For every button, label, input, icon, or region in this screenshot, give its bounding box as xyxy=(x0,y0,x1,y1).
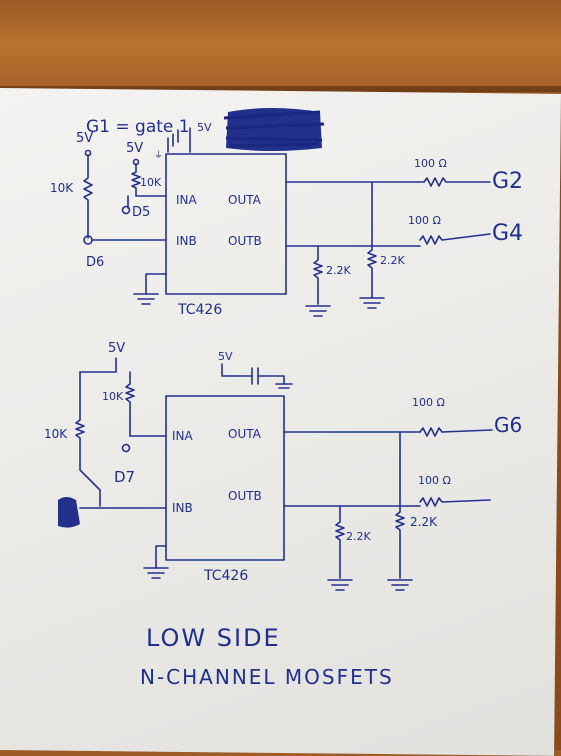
bottom-pulldown-2-label: 2.2K xyxy=(410,515,438,529)
left-supply-label: 5V xyxy=(76,131,93,146)
bottom-outa-label: OUTA xyxy=(228,427,262,441)
ina-label: INA xyxy=(176,193,198,207)
bottom-outb-label: OUTB xyxy=(228,489,262,503)
inb-label: INB xyxy=(176,234,197,248)
bottom-capacitor xyxy=(221,363,285,385)
g4-label: G4 xyxy=(492,221,523,246)
tc426-chip-bottom xyxy=(165,395,285,561)
top-gate-resistor-2 xyxy=(419,233,491,245)
caption-line-1: LOW SIDE xyxy=(146,624,281,652)
bottom-mid-resistor xyxy=(125,371,135,437)
top-pulldown-1 xyxy=(313,245,323,305)
caption-line-2: N-CHANNEL MOSFETS xyxy=(140,665,394,689)
bottom-pulldown-1-label: 2.2K xyxy=(346,530,371,543)
pulldown-1-label: 2.2K xyxy=(326,264,351,277)
res-bot-out-label: 100 Ω xyxy=(408,214,441,227)
scribble-top xyxy=(223,108,325,151)
bottom-res-supply-label: 5V xyxy=(108,341,125,356)
d5-node xyxy=(121,205,131,215)
left-res-label: 10K xyxy=(50,181,74,195)
d7-label: D7 xyxy=(114,468,135,486)
bottom-pulldown-1 xyxy=(335,505,345,579)
top-pulldown-2 xyxy=(367,181,377,299)
mid-pullup-resistor xyxy=(131,163,167,197)
top-circuit: G1 = gate 1 5V ⏚ INA INB OUTA OUTB TC426… xyxy=(50,108,523,318)
bottom-cap-ground xyxy=(275,383,293,389)
top-capacitor xyxy=(167,129,179,153)
mid-supply-label: 5V xyxy=(126,141,143,156)
outa-label: OUTA xyxy=(228,193,262,207)
bottom-mid-res-label: 10K xyxy=(102,390,124,403)
d5-label: D5 xyxy=(132,205,150,220)
bottom-inb-label: INB xyxy=(172,501,193,515)
res-top-out-label: 100 Ω xyxy=(414,157,447,170)
bottom-ina-label: INA xyxy=(172,429,194,443)
chip-supply-label: 5V xyxy=(197,121,212,134)
tc426-chip-top xyxy=(165,153,287,295)
bottom-chip-ground xyxy=(143,567,169,579)
scribble-bottom xyxy=(58,497,80,528)
cap-ground-symbol: ⏚ xyxy=(154,150,163,161)
header-note: G1 = gate 1 xyxy=(86,117,190,137)
bottom-left-res-label: 10K xyxy=(44,427,68,441)
bottom-res-top-out-label: 100 Ω xyxy=(412,396,445,409)
chip-name-bottom: TC426 xyxy=(203,568,248,584)
g6-label: G6 xyxy=(494,413,522,437)
bottom-pulldown-1-ground xyxy=(327,579,353,591)
left-pullup-resistor xyxy=(83,154,93,239)
bottom-gate-resistor-1 xyxy=(419,427,493,437)
bottom-pulldown-2 xyxy=(395,431,405,579)
pulldown-1-ground xyxy=(305,305,331,317)
g2-label: G2 xyxy=(492,169,523,194)
top-gate-resistor-1 xyxy=(423,177,491,187)
bottom-chip-ground-wire xyxy=(155,545,167,569)
bottom-supply-wire xyxy=(79,357,117,373)
bottom-pulldown-2-ground xyxy=(387,579,413,591)
d7-node xyxy=(121,443,131,453)
pulldown-2-label: 2.2K xyxy=(380,254,405,267)
bottom-gate-resistor-2 xyxy=(419,497,491,507)
paper-edge-shadow xyxy=(0,86,561,92)
chip-ground-symbol xyxy=(133,293,159,305)
pulldown-2-ground xyxy=(359,297,385,309)
d6-label: D6 xyxy=(86,255,104,270)
chip-ground-wire xyxy=(145,273,167,295)
bottom-circuit: 5V 10K 10K D7 5V INA INB OUTA OUTB TC426… xyxy=(44,341,522,591)
bottom-left-resistor xyxy=(75,371,101,507)
mid-res-label: 10K xyxy=(140,176,162,189)
bottom-res-bot-out-label: 100 Ω xyxy=(418,474,451,487)
chip-name-top: TC426 xyxy=(177,302,222,318)
outb-label: OUTB xyxy=(228,234,262,248)
bottom-chip-supply-label: 5V xyxy=(218,350,233,363)
